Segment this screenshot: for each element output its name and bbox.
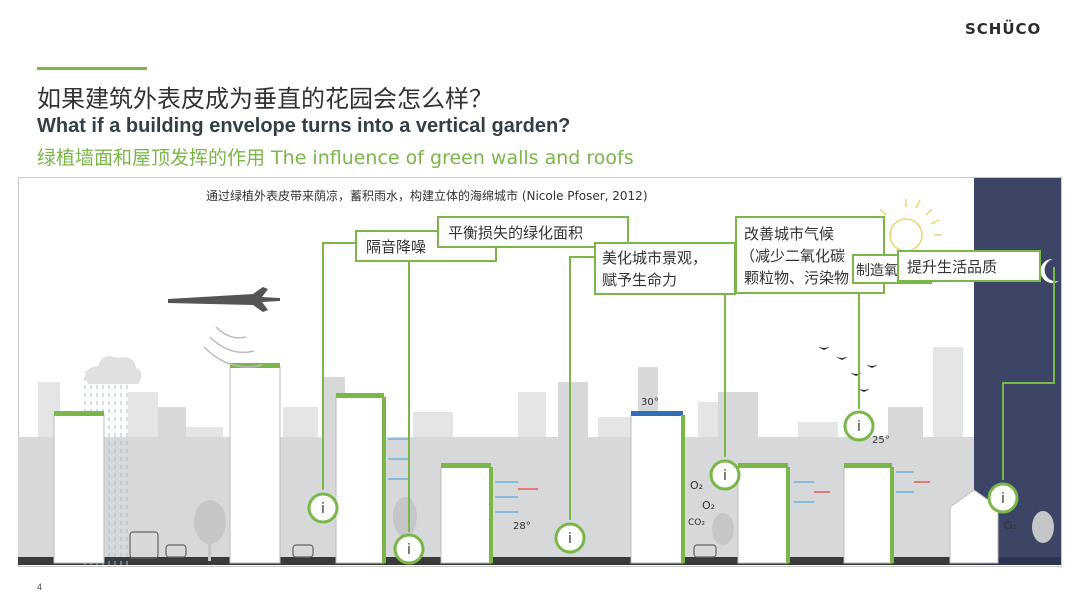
callout-beautify-line-1: 美化城市景观， bbox=[602, 249, 707, 267]
callout-beautify-line-2: 赋予生命力 bbox=[602, 271, 677, 289]
callout-beautify: 美化城市景观， 赋予生命力 bbox=[594, 242, 736, 295]
title-accent-rule bbox=[37, 67, 147, 70]
heat-arrows bbox=[518, 481, 930, 493]
o2-label-2: O₂ bbox=[702, 499, 715, 512]
cloud-icon bbox=[85, 356, 142, 384]
info-marker-climate[interactable]: i bbox=[709, 459, 741, 491]
air-flow-arrows bbox=[388, 438, 914, 513]
callout-climate-line-3: 颗粒物、污染物 bbox=[744, 269, 849, 287]
schuco-logo: SCHÜCO bbox=[965, 20, 1042, 38]
vehicles bbox=[129, 531, 717, 559]
svg-text:i: i bbox=[321, 501, 325, 517]
moon-icon bbox=[1040, 258, 1059, 283]
svg-text:i: i bbox=[568, 531, 572, 547]
info-marker-beautify[interactable]: i bbox=[554, 522, 586, 554]
info-marker-oxygen[interactable]: i bbox=[843, 410, 875, 442]
co2-label: CO₂ bbox=[688, 518, 705, 528]
info-marker-quality[interactable]: i bbox=[987, 482, 1019, 514]
page-title-en: What if a building envelope turns into a… bbox=[37, 115, 571, 137]
street-temp-label: 28° bbox=[513, 521, 531, 532]
green-roof-temp-label: 25° bbox=[872, 435, 890, 446]
roof-temp-label: 30° bbox=[641, 397, 659, 408]
o2-label-1: O₂ bbox=[690, 479, 703, 492]
building-4 bbox=[440, 463, 493, 564]
info-marker-noise[interactable]: i bbox=[307, 492, 339, 524]
callout-green-area-text: 平衡损失的绿化面积 bbox=[448, 224, 583, 242]
callout-climate-line-2: （减少二氧化碳 bbox=[740, 247, 845, 265]
callout-quality: 提升生活品质 bbox=[897, 250, 1041, 282]
green-city-diagram: 30° 28° 25° O₂ O₂ CO₂ O₂ 通过绿植外表皮带来荫凉，蓄积雨… bbox=[18, 177, 1062, 567]
callout-noise-text: 隔音降噪 bbox=[366, 238, 426, 256]
building-1 bbox=[53, 411, 105, 564]
svg-text:i: i bbox=[723, 468, 727, 484]
page-subtitle: 绿植墙面和屋顶发挥的作用 The influence of green wall… bbox=[37, 147, 634, 169]
trees bbox=[194, 497, 1054, 561]
ground-night bbox=[974, 557, 1061, 565]
svg-text:i: i bbox=[407, 542, 411, 558]
page-number: 4 bbox=[37, 582, 43, 592]
svg-text:i: i bbox=[1001, 491, 1005, 507]
airplane-icon bbox=[168, 287, 280, 312]
building-5 bbox=[630, 411, 685, 564]
house bbox=[949, 489, 999, 564]
building-2 bbox=[229, 363, 281, 564]
ground bbox=[18, 557, 974, 565]
info-marker-green-area[interactable]: i bbox=[393, 533, 425, 565]
building-6 bbox=[737, 463, 790, 564]
diagram-caption: 通过绿植外表皮带来荫凉，蓄积雨水，构建立体的海绵城市 (Nicole Pfose… bbox=[206, 188, 648, 203]
svg-text:i: i bbox=[857, 419, 861, 435]
callout-quality-text: 提升生活品质 bbox=[907, 258, 997, 276]
building-7 bbox=[843, 463, 894, 564]
page-title-cn: 如果建筑外表皮成为垂直的花园会怎么样？ bbox=[37, 85, 493, 113]
o2-label-night: O₂ bbox=[1004, 519, 1017, 532]
sound-waves-icon bbox=[203, 326, 263, 368]
building-3 bbox=[335, 393, 386, 564]
callout-climate-line-1: 改善城市气候 bbox=[744, 225, 834, 243]
